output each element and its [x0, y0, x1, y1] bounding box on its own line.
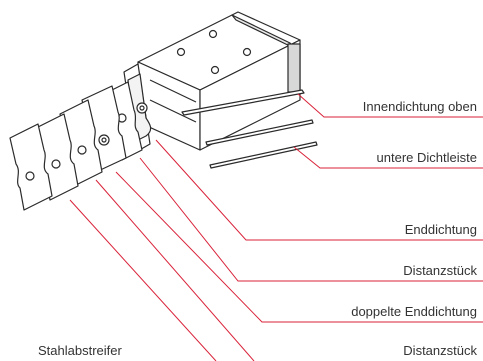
label-untere-dichtleiste: untere Dichtleiste	[376, 150, 477, 165]
label-distanzstueck-2: Distanzstück	[403, 343, 477, 358]
label-distanzstueck-1: Distanzstück	[403, 263, 477, 278]
innendichtung-oben-strip	[181, 89, 305, 116]
label-doppelte-enddichtung: doppelte Enddichtung	[351, 304, 477, 319]
plate-stahlabstreifer	[9, 123, 53, 211]
leader-distanzstueck-1	[139, 157, 483, 282]
leader-distanzstueck-2	[95, 179, 255, 361]
untere-dichtleiste-strip	[205, 119, 318, 169]
leader-untere-dichtleiste	[293, 146, 483, 169]
carriage-block	[137, 11, 301, 151]
leader-enddichtung	[155, 139, 483, 241]
leader-stahlabstreifer	[69, 199, 217, 361]
leader-doppelte-enddichtung	[115, 171, 483, 323]
label-stahlabstreifer: Stahlabstreifer	[38, 343, 122, 358]
label-enddichtung: Enddichtung	[404, 222, 477, 237]
leader-innendichtung-oben	[297, 93, 483, 118]
label-innendichtung-oben: Innendichtung oben	[362, 99, 477, 114]
